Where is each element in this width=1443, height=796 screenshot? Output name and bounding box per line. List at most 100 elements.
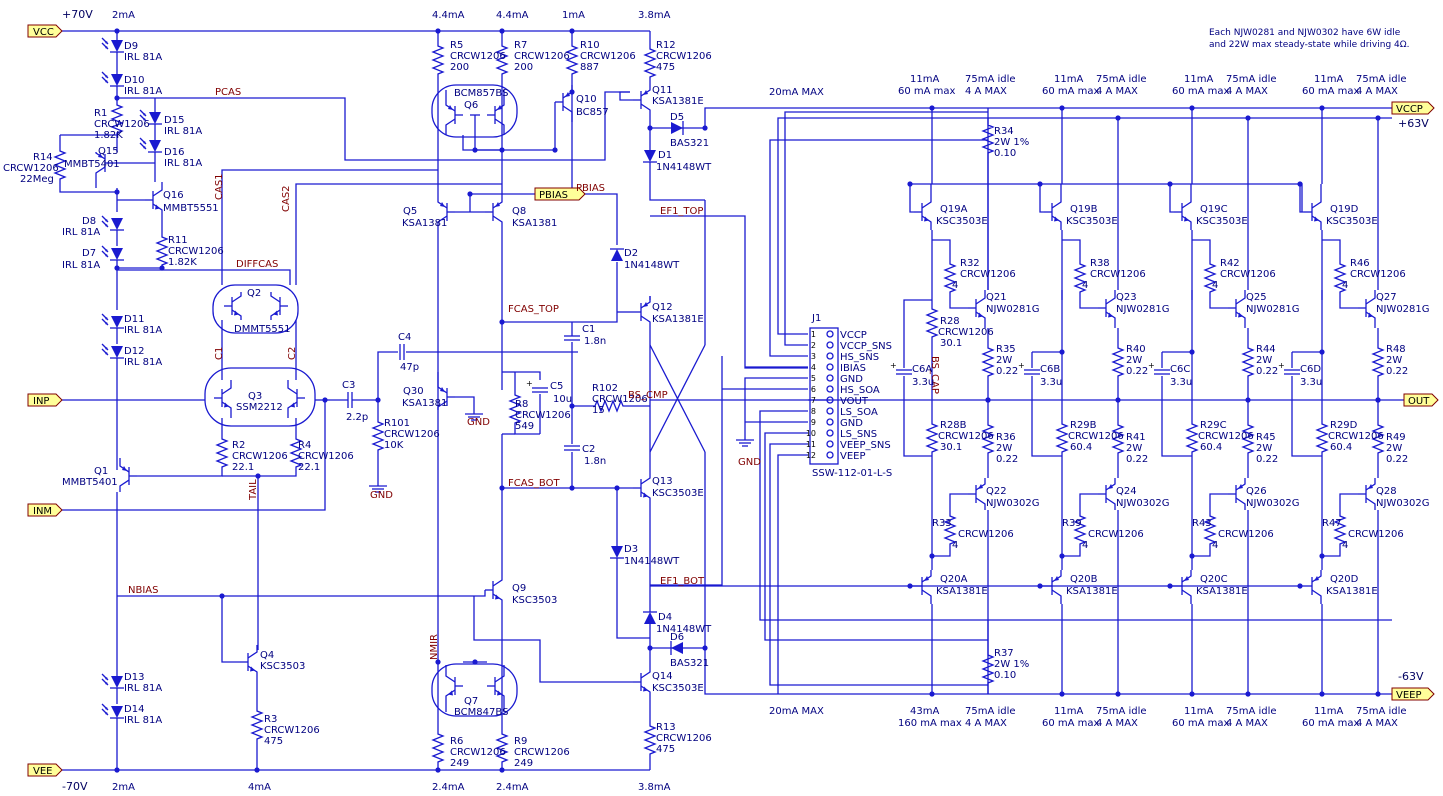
q16-npn-upper [152,182,163,197]
d13-led [101,673,124,689]
value-d12: IRL 81A [124,357,162,368]
j1-pin-1 [826,330,834,338]
ch-c-cap-val: 3.3u [1170,377,1192,388]
ch-c-rgb-val2: 4 [1212,540,1218,551]
r37-resistor [981,648,995,690]
junction-dot [1189,105,1195,111]
wire [1161,376,1192,457]
port-shape [534,187,586,201]
q12-pnp-arrow [643,302,648,307]
port-label: OUT [1408,396,1430,407]
d6-diode-body [671,642,683,654]
d5-diode-body [671,122,683,134]
junction-dot [569,403,575,409]
junction-dot [435,767,441,773]
q2a-npn-upper [231,292,242,303]
port-shape [1403,393,1439,407]
junction-dot [1319,349,1325,355]
ch-c-qout-top [1228,290,1246,328]
wire [137,470,223,477]
d10-led-ray-head [105,80,108,83]
oc-a-top-1: 11mA [910,74,939,85]
oc-bidle-2-1: 75mA idle [1226,706,1277,717]
value-c2: 1.8n [584,456,606,467]
inm-net [62,400,326,511]
ch-b-q20-part: KSA1381E [1066,586,1118,597]
q3-package-outline [204,367,316,427]
wire [515,371,541,380]
q14-npn-upper [640,670,651,679]
junction-dot [499,28,505,34]
ch-a-rbt-val: CRCW1206 [938,327,994,338]
d1-diode-body [644,150,656,162]
ch-b-q20 [1044,570,1062,604]
ch-d-cap-ref: C6D [1300,364,1321,375]
q16-npn [145,182,163,220]
oc-idle-1-2: 4 A MAX [1096,86,1138,97]
value2-r2: 22.1 [232,462,254,473]
ch-c-rbb-val2: 60.4 [1200,442,1222,453]
junction-dot [472,659,478,665]
r1-resistor [110,98,124,140]
ch-b-q20-lower [1051,589,1062,604]
q7a-npn-upper [445,665,456,683]
ch-b-rgt [1073,260,1087,296]
j1-pin-name-7: VOUT [840,396,869,407]
ch-a-cap-plus: + [890,361,897,370]
wire [1031,376,1062,457]
ch-d-q19 [1304,184,1322,230]
d1-diode [643,150,657,163]
d9-led-ray-head [105,41,108,44]
current-bottom-1: 4mA [248,782,271,793]
j1-pin-name-12: VEEP [840,451,866,462]
oc-bidle-3-1: 75mA idle [1356,706,1407,717]
ref-q12: Q12 [652,302,673,313]
junction-dot [1245,691,1251,697]
ch-a-q20-lower [921,589,932,604]
ch-b-reb-val: 2W [1126,443,1142,454]
value2-r12: 475 [656,62,675,73]
value-r2: CRCW1206 [232,451,288,462]
wire [769,443,988,686]
ch-c-rgb-val: CRCW1206 [1218,529,1274,540]
q1-pnp-lower [119,479,130,492]
q15-pnp-arrow [98,153,103,158]
r102-resistor [590,399,628,413]
value-r7: CRCW1206 [514,51,570,62]
ch-c-rgb-ref: R43 [1192,518,1212,529]
ch-c-ret-val2: 0.22 [1256,366,1278,377]
current-top-3: 1mA [562,10,585,21]
j1-pin-num-11: 11 [806,440,816,449]
q2b-npn [270,292,288,320]
ch-d-qob-ref: Q28 [1376,486,1397,497]
oc-idle-2-2: 4 A MAX [1226,86,1268,97]
oc-top-1-2: 60 mA max [1042,86,1100,97]
d8-led [101,215,124,231]
wire [932,550,951,557]
ch-d-q19-arrow [1314,216,1319,222]
ref-q1: Q1 [94,466,108,477]
wire [759,410,1392,621]
value-c5: 10u [553,394,572,405]
d2-diode-body [611,249,623,261]
ref-d6: D6 [670,632,684,643]
wire [59,184,117,193]
ch-b-cap-ref: C6B [1040,364,1060,375]
ch-d-qout-top-arrow [1368,312,1373,318]
ch-d-qout-bot [1358,478,1376,510]
junction-dot [467,191,473,197]
port-vcc: VCC [27,24,63,38]
d13-led-body [111,676,123,688]
label-c1: C1 [214,347,225,360]
port-label: PBIAS [539,190,568,201]
value-q9: KSC3503 [512,595,557,606]
q10-pnp-lower [562,105,573,122]
ch-c-q20-ref: Q20C [1200,574,1228,585]
q4-npn-upper [247,645,258,659]
ref-d9: D9 [124,41,138,52]
port-vccp: VCCP [1391,101,1435,115]
ref-q4: Q4 [260,650,274,661]
ch-a-q19-ref: Q19A [940,204,968,215]
j1-part: SSW-112-01-L-S [812,468,892,479]
ref-r6: R6 [450,736,463,747]
